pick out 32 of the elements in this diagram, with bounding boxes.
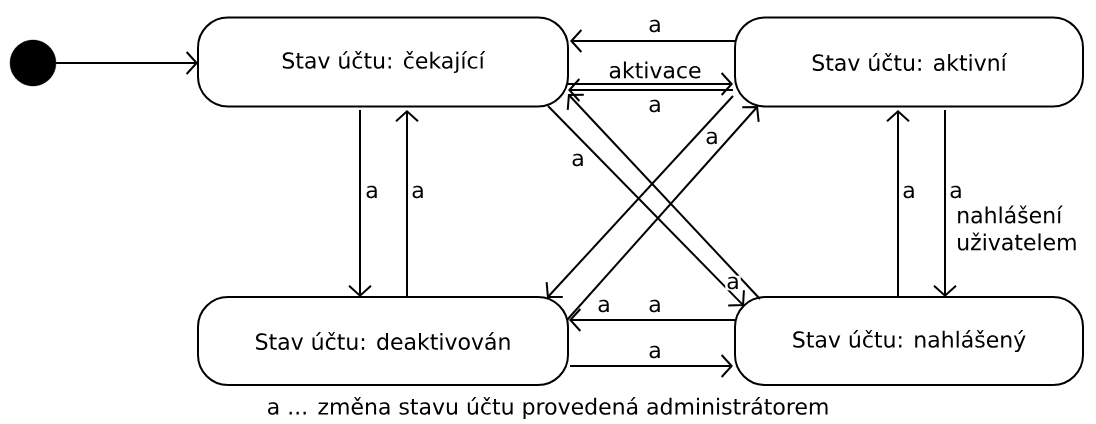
state-box: Stav účtu: deaktivován — [197, 296, 569, 386]
edge-label: a — [647, 298, 663, 314]
edge-label: a — [647, 18, 663, 34]
edge-label: a — [647, 344, 663, 360]
edge-label: a — [410, 184, 426, 200]
edge-label: a — [570, 152, 586, 168]
arrow — [567, 72, 733, 96]
state-box: Stav účtu: nahlášený — [734, 296, 1084, 386]
edge-label: aktivace — [607, 60, 703, 80]
arrow — [348, 109, 372, 297]
edge-label: a — [725, 275, 741, 291]
arrow — [566, 93, 761, 300]
arrow — [933, 109, 957, 297]
state-box: Stav účtu: aktivní — [734, 16, 1084, 108]
edge-label: a — [901, 184, 917, 200]
edge-label: a — [596, 298, 612, 314]
caption: a ... změna stavu účtu provedená administrátorem — [268, 396, 828, 420]
arrow — [569, 354, 733, 378]
arrow — [395, 110, 419, 298]
arrow — [886, 110, 910, 298]
edge-label: a — [647, 98, 663, 114]
edge-label: a — [364, 184, 380, 200]
arrow — [568, 78, 734, 102]
state-box: Stav účtu: čekající — [197, 16, 569, 108]
arrow — [566, 106, 760, 321]
start-dot — [9, 39, 57, 87]
arrow — [570, 29, 736, 53]
edge-label: a — [704, 130, 720, 146]
arrow — [55, 51, 198, 75]
note-text: nahlášení uživatelem — [958, 205, 1076, 251]
arrow — [569, 308, 736, 332]
edge-label: a — [948, 184, 964, 200]
